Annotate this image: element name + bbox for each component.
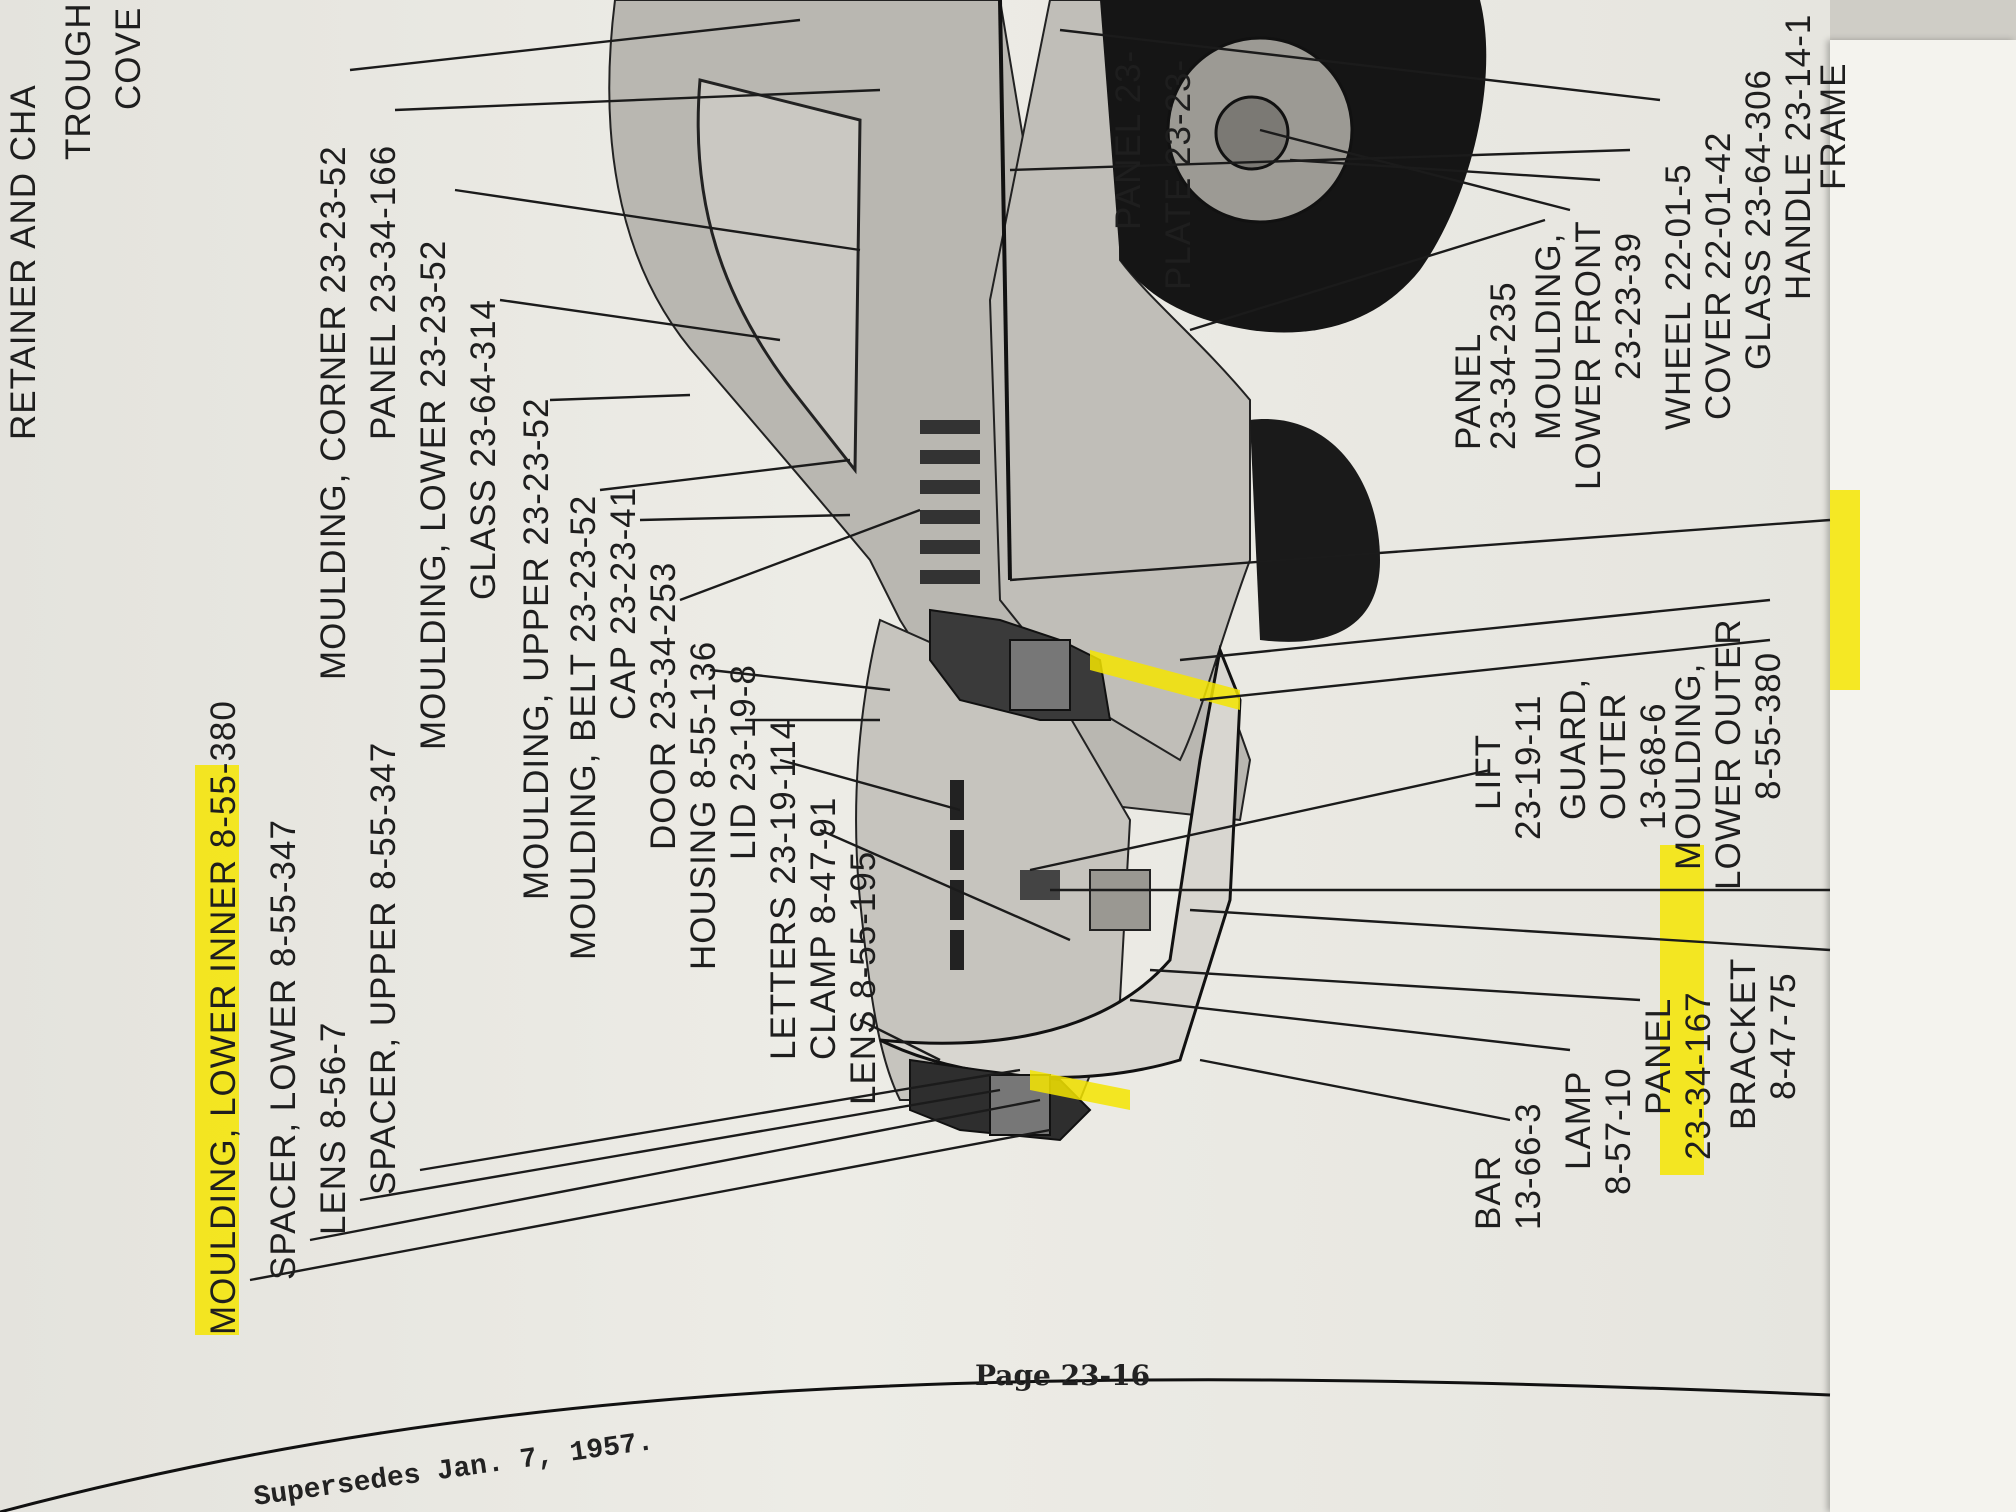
page-footer: Page 23-16 Supersedes Jan. 7, 1957. <box>0 1359 1831 1512</box>
overlapping-sheet <box>1830 40 2016 1512</box>
label-bar-name: BAR <box>1469 1155 1508 1230</box>
supersedes-note: Supersedes Jan. 7, 1957. <box>252 1427 656 1512</box>
hub <box>1214 95 1290 171</box>
label-handle: HANDLE 23-14-1 <box>1779 14 1818 300</box>
label-panel-167-num: 23-34-167 <box>1679 991 1718 1160</box>
label-trough: TROUGH <box>59 2 98 160</box>
label-clamp: CLAMP 8-47-91 <box>804 797 843 1060</box>
label-lift-num: 23-19-11 <box>1509 694 1548 840</box>
label-mlo-3: 8-55-380 <box>1749 652 1788 800</box>
label-moulding-belt: MOULDING, BELT 23-23-52 <box>564 495 603 960</box>
label-moulding-lower: MOULDING, LOWER 23-23-52 <box>414 240 453 750</box>
light-ribs-upper <box>1009 639 1071 711</box>
label-guard-3: 13-68-6 <box>1634 702 1673 830</box>
page-number: Page 23-16 <box>975 1359 1150 1392</box>
label-bracket-name: BRACKET <box>1724 958 1763 1130</box>
label-guard-2: OUTER <box>1594 693 1633 821</box>
belt-moulding-line <box>998 0 1012 581</box>
top-labels: RETAINER AND CHA TROUGH COVE PANEL 23- P… <box>4 2 1198 440</box>
label-panel-235-num: 23-34-235 <box>1484 281 1523 450</box>
left-labels: MOULDING, LOWER INNER 8-55-380 SPACER, L… <box>204 145 883 1335</box>
label-panel-167-name: PANEL <box>1639 998 1678 1115</box>
label-mlo-2: LOWER OUTER <box>1709 618 1748 890</box>
label-wheel: WHEEL 22-01-5 <box>1659 163 1698 430</box>
footer-curve <box>0 1378 1831 1512</box>
label-panel-166: PANEL 23-34-166 <box>364 145 403 440</box>
label-bar-num: 13-66-3 <box>1509 1102 1548 1230</box>
right-labels: PANEL 23-34-235 MOULDING, LOWER FRONT 23… <box>1449 14 1853 1230</box>
rear-window <box>696 78 862 475</box>
label-lamp-name: LAMP <box>1559 1071 1598 1170</box>
label-moulding-corner: MOULDING, CORNER 23-23-52 <box>314 145 353 680</box>
label-plate: PLATE 23-23- <box>1159 59 1198 290</box>
label-cap: CAP 23-23-41 <box>604 487 643 720</box>
label-retainer: RETAINER AND CHA <box>4 84 43 440</box>
label-bracket-num: 8-47-75 <box>1764 972 1803 1100</box>
label-guard-1: GUARD, <box>1554 678 1593 820</box>
trunk-letters <box>950 780 964 970</box>
license-lamp <box>1020 870 1060 900</box>
lower-tire <box>1250 419 1380 642</box>
label-lift-name: LIFT <box>1469 734 1508 810</box>
label-cover-top: COVE <box>109 7 148 110</box>
label-letters: LETTERS 23-19-114 <box>764 719 803 1060</box>
label-lamp-num: 8-57-10 <box>1599 1067 1638 1195</box>
label-moulding-lower-inner: MOULDING, LOWER INNER 8-55-380 <box>204 700 243 1335</box>
label-moulding-upper: MOULDING, UPPER 23-23-52 <box>517 398 556 900</box>
label-glass-314: GLASS 23-64-314 <box>464 299 503 600</box>
label-housing: HOUSING 8-55-136 <box>684 641 723 970</box>
car-illustration <box>608 0 1487 1142</box>
label-moulding-lf-2: LOWER FRONT <box>1569 220 1608 490</box>
trunk-lid <box>855 618 1132 1101</box>
label-frame: FRAME <box>1814 63 1853 191</box>
license-plate-area <box>1089 869 1151 931</box>
label-panel-top-right: PANEL 23- <box>1109 50 1148 230</box>
label-lid: LID 23-19-8 <box>724 664 763 860</box>
label-spacer-upper: SPACER, UPPER 8-55-347 <box>364 742 403 1195</box>
label-mlo-1: MOULDING, <box>1669 663 1708 870</box>
leader-lines <box>249 18 1831 1282</box>
highlights <box>195 490 1860 1335</box>
label-door: DOOR 23-34-253 <box>644 562 683 850</box>
label-cover-wheel: COVER 22-01-42 <box>1699 132 1738 420</box>
label-lens-top: LENS 8-56-7 <box>314 1022 353 1235</box>
rear-fender <box>988 0 1251 762</box>
label-spacer-lower: SPACER, LOWER 8-55-347 <box>264 819 303 1280</box>
label-moulding-lf-3: 23-23-39 <box>1609 232 1648 380</box>
label-glass-306: GLASS 23-64-306 <box>1739 69 1778 370</box>
label-lens-bottom: LENS 8-55-195 <box>844 851 883 1105</box>
louvers <box>920 420 980 584</box>
label-moulding-lf-1: MOULDING, <box>1529 233 1568 440</box>
label-panel-235-name: PANEL <box>1449 333 1488 450</box>
